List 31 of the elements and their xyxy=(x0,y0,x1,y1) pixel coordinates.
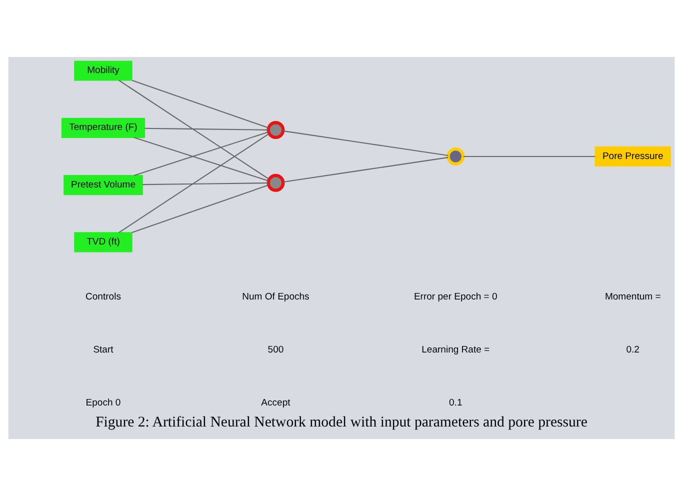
connector xyxy=(144,127,268,130)
connector xyxy=(132,79,269,128)
node-circle xyxy=(446,146,465,165)
label: Epoch 0 xyxy=(86,396,121,408)
label: Controls xyxy=(86,291,121,302)
connector xyxy=(463,155,596,156)
label: Accept xyxy=(261,396,290,408)
node-circle xyxy=(266,120,285,138)
connector xyxy=(118,79,270,180)
label: Momentum = xyxy=(604,291,661,302)
connector xyxy=(283,156,448,182)
connector xyxy=(132,184,269,233)
connector xyxy=(142,182,268,185)
connector xyxy=(134,131,269,176)
node-box: Temperature (F) xyxy=(61,117,146,138)
node-box: Pore Pressure xyxy=(594,146,671,166)
label: 0.1 xyxy=(449,396,462,408)
label: Error per Epoch = 0 xyxy=(414,291,498,302)
label: 500 xyxy=(268,344,284,355)
label: Start xyxy=(93,344,114,355)
node-box: Pretest Volume xyxy=(64,174,143,195)
label: Learning Rate = xyxy=(422,344,490,355)
label: Num Of Epochs xyxy=(242,291,310,302)
connector xyxy=(283,130,448,156)
node-circle xyxy=(266,173,285,192)
caption: Figure 2: Artificial Neural Network model with input parameters and pore pressure xyxy=(96,414,588,430)
connector xyxy=(118,132,270,233)
node-box: Mobility xyxy=(74,60,132,80)
node-box: TVD (ft) xyxy=(74,232,132,252)
label: 0.2 xyxy=(626,344,640,355)
connector xyxy=(134,136,269,181)
